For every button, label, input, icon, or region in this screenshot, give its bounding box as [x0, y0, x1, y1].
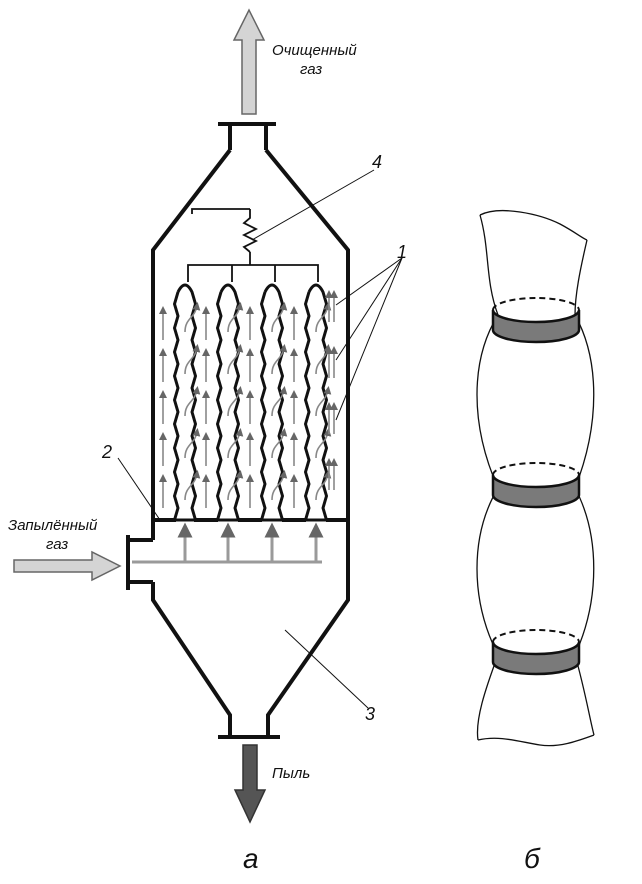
clean-gas-label-line1: Очищенный: [272, 42, 357, 59]
filter-sleeves: [173, 283, 328, 522]
callout-1: 1: [397, 242, 407, 262]
flow-arrow: [184, 428, 201, 459]
flow-arrow: [227, 386, 244, 417]
clamp-ring: [491, 629, 581, 676]
flow-arrow: [184, 386, 201, 417]
flow-arrow: [271, 470, 288, 501]
clean-gas-arrow: [232, 8, 266, 115]
flow-arrow: [271, 428, 288, 459]
flow-arrow: [315, 428, 332, 459]
callout-4: 4: [372, 152, 382, 172]
flow-arrow: [184, 470, 201, 501]
leader-lines: [117, 169, 403, 709]
flow-arrow: [315, 470, 332, 501]
filter-sleeve: [304, 283, 328, 522]
flow-arrow: [271, 386, 288, 417]
sleeve-bottom-edge: [477, 734, 595, 747]
flow-arrow: [271, 344, 288, 375]
flow-arrow: [227, 302, 244, 333]
dusty-gas-label-line1: Запылённый: [8, 517, 98, 534]
filter-sleeve: [216, 283, 240, 522]
inlet-flow-arrows: [132, 522, 324, 564]
dusty-gas-arrow: [13, 550, 122, 582]
flow-arrow: [227, 428, 244, 459]
filter-sleeve: [260, 283, 284, 522]
clean-gas-label-line2: газ: [300, 61, 322, 78]
clamp-rings: [491, 297, 581, 676]
sleeve-top-edge: [479, 209, 588, 241]
clamp-ring: [491, 462, 581, 509]
callout-2: 2: [101, 442, 112, 462]
dust-arrow: [233, 744, 267, 824]
flow-arrow: [227, 344, 244, 375]
filter-housing: [126, 122, 350, 739]
flow-arrow: [227, 470, 244, 501]
caption-a: а: [243, 843, 259, 874]
flow-arrow: [184, 344, 201, 375]
callout-3: 3: [365, 704, 375, 724]
flow-arrow: [184, 302, 201, 333]
shaking-mechanism: [187, 208, 319, 282]
caption-b: б: [524, 843, 541, 874]
dust-label: Пыль: [272, 765, 310, 782]
flow-arrow: [315, 386, 332, 417]
dusty-gas-label-line2: газ: [46, 536, 68, 553]
gas-flow-arrows: [159, 290, 338, 508]
filter-sleeve: [173, 283, 197, 522]
flow-arrow: [315, 302, 332, 333]
clamp-ring: [491, 297, 581, 344]
flow-arrow: [271, 302, 288, 333]
